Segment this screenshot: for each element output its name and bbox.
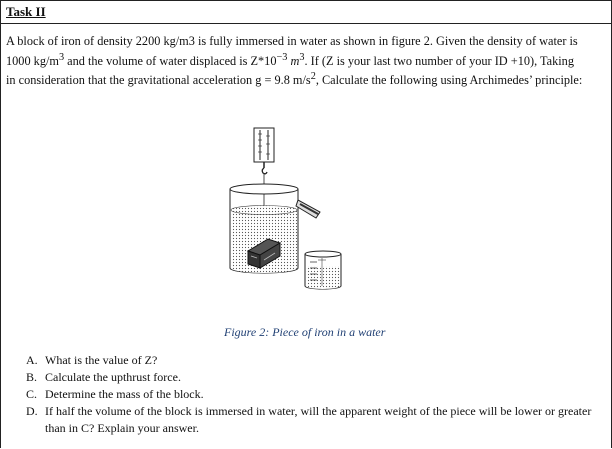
header-divider (0, 23, 612, 24)
task-title: Task II (6, 4, 46, 19)
question-label: C. (26, 387, 38, 401)
superscript-3: 3 (58, 51, 65, 63)
question-text: If half the volume of the block is immer… (45, 404, 592, 435)
spout (295, 199, 321, 219)
question-d: D. If half the volume of the block is im… (26, 403, 596, 437)
problem-line-2: 1000 kg/m3 and the volume of water displ… (6, 51, 574, 68)
superscript-2: 2 (310, 71, 316, 83)
question-text: Determine the mass of the block. (45, 387, 204, 401)
question-label: D. (26, 404, 38, 418)
question-text: What is the value of Z? (45, 353, 158, 367)
question-text: Calculate the upthrust force. (45, 370, 181, 384)
problem-line-3: in consideration that the gravitational … (6, 71, 583, 88)
spring-balance (253, 127, 275, 175)
measuring-beaker (304, 250, 342, 290)
iron-block (246, 238, 282, 269)
problem-statement: A block of iron of density 2200 kg/m3 is… (6, 34, 610, 89)
question-list: A. What is the value of Z? B. Calculate … (26, 352, 596, 437)
superscript-neg3: −3 (276, 51, 288, 63)
question-label: A. (26, 353, 38, 367)
superscript-3b: 3 (299, 51, 305, 63)
question-c: C. Determine the mass of the block. (26, 386, 596, 403)
question-label: B. (26, 370, 38, 384)
iron-block-immersion-figure (229, 127, 342, 290)
problem-line-1: A block of iron of density 2200 kg/m3 is… (6, 34, 578, 48)
question-a: A. What is the value of Z? (26, 352, 596, 369)
question-b: B. Calculate the upthrust force. (26, 369, 596, 386)
figure-caption: Figure 2: Piece of iron in a water (224, 325, 386, 339)
